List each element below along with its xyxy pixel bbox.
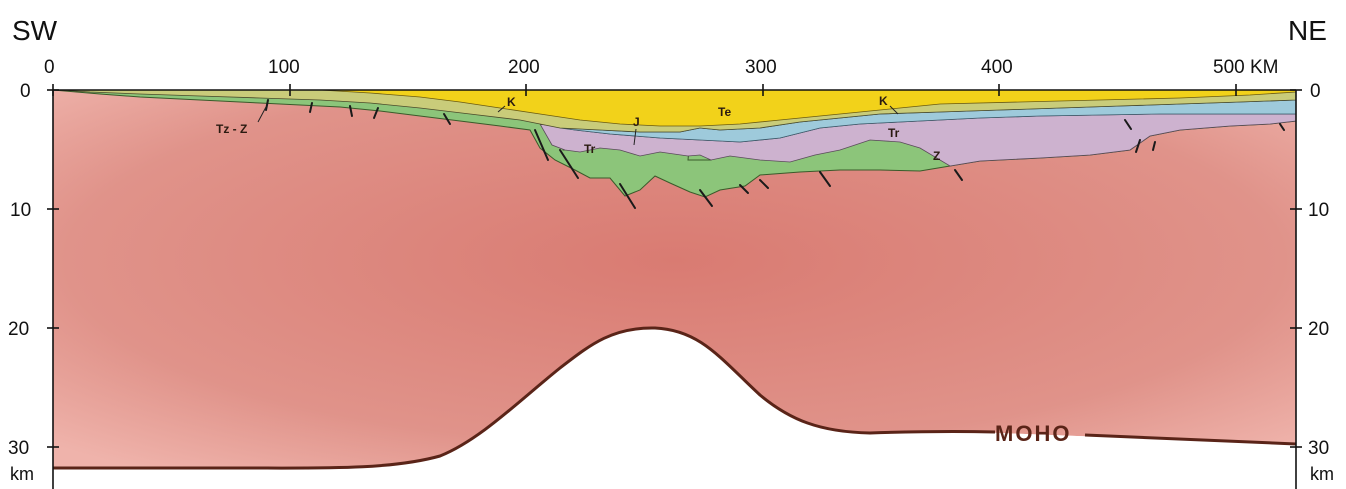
label-tr-right: Tr <box>888 126 900 140</box>
top-tick-200: 200 <box>508 57 540 78</box>
left-tick-30: 30 <box>8 438 29 459</box>
right-unit: km <box>1310 464 1334 484</box>
top-tick-400: 400 <box>981 57 1013 78</box>
top-tick-300: 300 <box>745 57 777 78</box>
top-tick-500: 500 KM <box>1213 57 1278 78</box>
label-tr-left: Tr <box>584 142 596 156</box>
label-k-right: K <box>879 94 888 108</box>
ne-label: NE <box>1288 15 1327 46</box>
left-tick-20: 20 <box>8 319 29 340</box>
left-unit: km <box>10 464 34 484</box>
label-z: Z <box>933 149 940 163</box>
left-tick-0: 0 <box>20 81 31 102</box>
top-tick-100: 100 <box>268 57 300 78</box>
label-te: Te <box>718 105 731 119</box>
right-tick-10: 10 <box>1308 200 1329 221</box>
top-tick-0: 0 <box>44 57 55 78</box>
label-k-left: K <box>507 95 516 109</box>
right-tick-20: 20 <box>1308 319 1329 340</box>
sw-label: SW <box>12 15 58 46</box>
left-tick-10: 10 <box>10 200 31 221</box>
label-j: J <box>633 115 640 129</box>
moho-label: MOHO <box>995 421 1071 446</box>
right-tick-30: 30 <box>1308 438 1329 459</box>
label-tz-z: Tz - Z <box>216 122 247 136</box>
right-tick-0: 0 <box>1310 81 1321 102</box>
